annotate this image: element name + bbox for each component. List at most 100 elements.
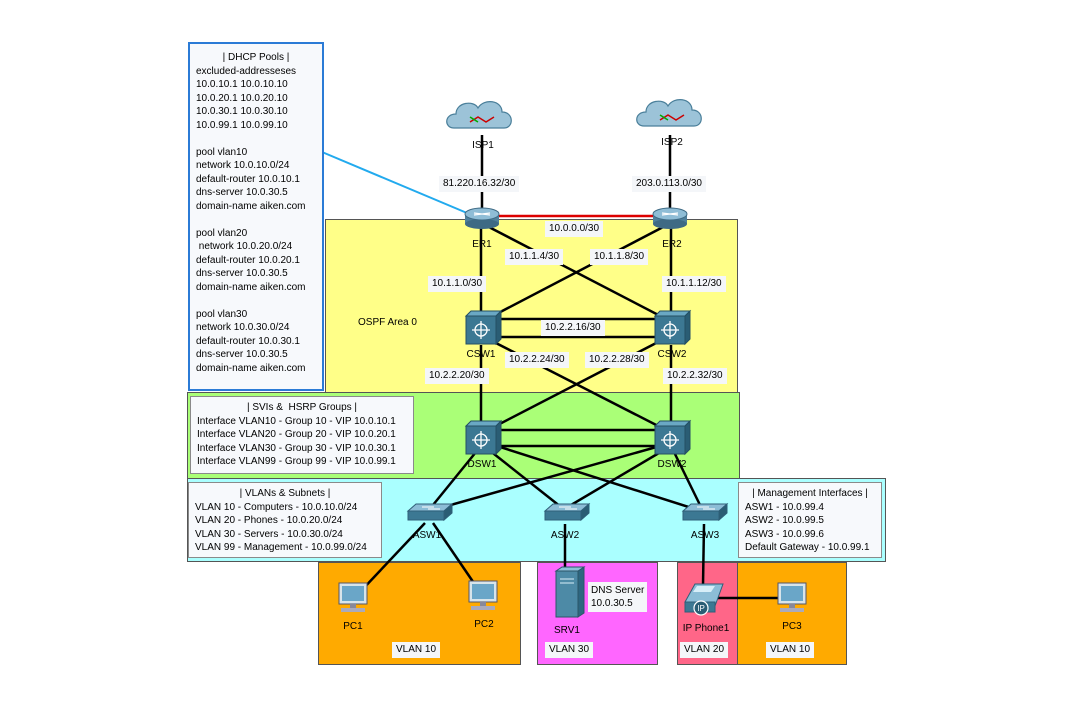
note-line: dns-server 10.0.30.5 [196,268,288,279]
device-label-er2: ER2 [662,239,682,250]
dns-server-label: DNS Server 10.0.30.5 [588,582,648,612]
cloud-icon [636,99,702,127]
note-line: pool vlan30 [196,308,248,320]
pc-icon [338,582,368,612]
subnet-label-isp2-er2: 203.0.113.0/30 [632,176,706,192]
mgmt-header: | Management Interfaces | [752,488,868,499]
switch-icon [543,502,591,522]
note-line: 10.0.99.1 10.0.99.10 [196,119,288,131]
note-line: domain-name aiken.com [196,281,306,293]
device-label-asw3: ASW3 [690,530,720,541]
note-line: Interface VLAN10 - Group 10 - VIP 10.0.1… [197,415,396,427]
link-asw1-pc1 [359,522,426,593]
note-line: 10.0.30.1 10.0.30.10 [196,106,288,117]
pc-icon [468,580,498,610]
vlan-tag-phone: VLAN 20 [680,642,729,658]
note-line: ASW1 - 10.0.99.4 [745,501,824,513]
note-line: excluded-addresseses [196,65,297,77]
note-line [196,132,316,146]
multilayer-switch-icon [464,419,503,456]
vlan10-pc3-zone [737,562,847,665]
switch-icon [681,502,729,522]
link-asw3-phone1 [701,523,706,586]
note-line: Interface VLAN20 - Group 20 - VIP 10.0.2… [197,429,396,440]
vlans-subnets-note: | VLANs & Subnets | VLAN 10 - Computers … [188,482,382,558]
ip-phone-icon: IP [684,583,724,616]
note-line: default-router 10.0.10.1 [196,173,300,185]
note-line: network 10.0.20.0/24 [196,241,293,252]
device-label-pc2: PC2 [474,619,494,630]
subnet-label-er1-csw2: 10.1.1.4/30 [505,249,564,265]
svi-hsrp-note: | SVIs & HSRP Groups | Interface VLAN10 … [190,396,414,474]
device-label-isp2: ISP2 [661,137,683,148]
note-line: Interface VLAN30 - Group 30 - VIP 10.0.3… [197,442,396,454]
subnet-label-isp1-er1: 81.220.16.32/30 [439,176,520,192]
link-dsw1-asw3 [496,444,699,512]
vlan-tag-pc3: VLAN 10 [766,642,815,658]
router-icon [652,207,688,229]
note-line: domain-name aiken.com [196,362,306,374]
device-label-asw2: ASW2 [550,530,580,541]
note-line: default-router 10.0.20.1 [196,254,300,266]
device-label-asw1: ASW1 [412,530,442,541]
vlan-tag-srv: VLAN 30 [545,642,594,658]
svg-text:IP: IP [697,604,705,613]
dhcp-pointer-line [321,151,468,214]
note-line: VLAN 99 - Management - 10.0.99.0/24 [195,542,367,553]
device-label-csw1: CSW1 [466,349,496,360]
note-line: default-router 10.0.30.1 [196,335,300,347]
note-line: VLAN 10 - Computers - 10.0.10.0/24 [195,501,358,513]
device-label-pc1: PC1 [343,621,363,632]
note-line: network 10.0.30.0/24 [196,322,290,333]
vlan-header: | VLANs & Subnets | [239,488,331,499]
subnet-label-er1-csw1: 10.1.1.0/30 [428,276,487,292]
subnet-label-csw1-dsw2: 10.2.2.24/30 [505,352,569,368]
dhcp-lines: excluded-addresseses 10.0.10.1 10.0.10.10… [196,65,316,376]
note-line: 10.0.10.1 10.0.10.10 [196,79,288,90]
dns-label-line1: DNS Server [591,585,645,596]
multilayer-switch-icon [464,309,503,346]
note-line: pool vlan20 [196,227,248,239]
note-line: dns-server 10.0.30.5 [196,349,288,360]
svi-header: | SVIs & HSRP Groups | [246,402,358,413]
subnet-label-er1-er2: 10.0.0.0/30 [545,221,604,237]
device-label-dsw1: DSW1 [467,459,497,470]
link-er2-csw1 [484,223,668,322]
link-dsw1-asw1 [432,451,477,506]
dhcp-header: | DHCP Pools | [222,52,290,63]
note-line: domain-name aiken.com [196,200,306,212]
svi-lines: Interface VLAN10 - Group 10 - VIP 10.0.1… [197,415,407,469]
server-icon [554,566,586,618]
note-line: network 10.0.10.0/24 [196,160,290,171]
multilayer-switch-icon [653,419,692,456]
dns-label-line2: 10.0.30.5 [591,598,633,609]
device-label-isp1: ISP1 [472,140,494,151]
link-dsw2-asw2 [565,448,665,510]
device-label-pc3: PC3 [782,621,802,632]
router-icon [464,207,500,229]
note-line: dns-server 10.0.30.5 [196,187,288,198]
device-label-ip-phone1: IP Phone1 [682,623,730,634]
device-label-er1: ER1 [472,239,492,250]
subnet-label-er2-csw2: 10.1.1.12/30 [662,276,726,292]
note-line: VLAN 30 - Servers - 10.0.30.0/24 [195,528,343,540]
cloud-icon [446,101,512,129]
ospf-area-label: OSPF Area 0 [358,317,417,328]
subnet-label-csw1-dsw1: 10.2.2.20/30 [425,368,489,384]
subnet-label-er2-csw1: 10.1.1.8/30 [590,249,649,265]
pc-icon [777,582,807,612]
note-line [196,294,316,308]
subnet-label-csw1-csw2: 10.2.2.16/30 [541,320,605,336]
note-line: ASW2 - 10.0.99.5 [745,515,824,526]
subnet-label-csw2-dsw1: 10.2.2.28/30 [585,352,649,368]
note-line [196,213,316,227]
multilayer-switch-icon [653,309,692,346]
device-label-dsw2: DSW2 [657,459,687,470]
note-line: 10.0.20.1 10.0.20.10 [196,92,288,104]
note-line: Default Gateway - 10.0.99.1 [745,542,870,553]
note-line: ASW3 - 10.0.99.6 [745,528,824,540]
vlan-tag-pcs: VLAN 10 [392,642,441,658]
device-label-csw2: CSW2 [657,349,687,360]
